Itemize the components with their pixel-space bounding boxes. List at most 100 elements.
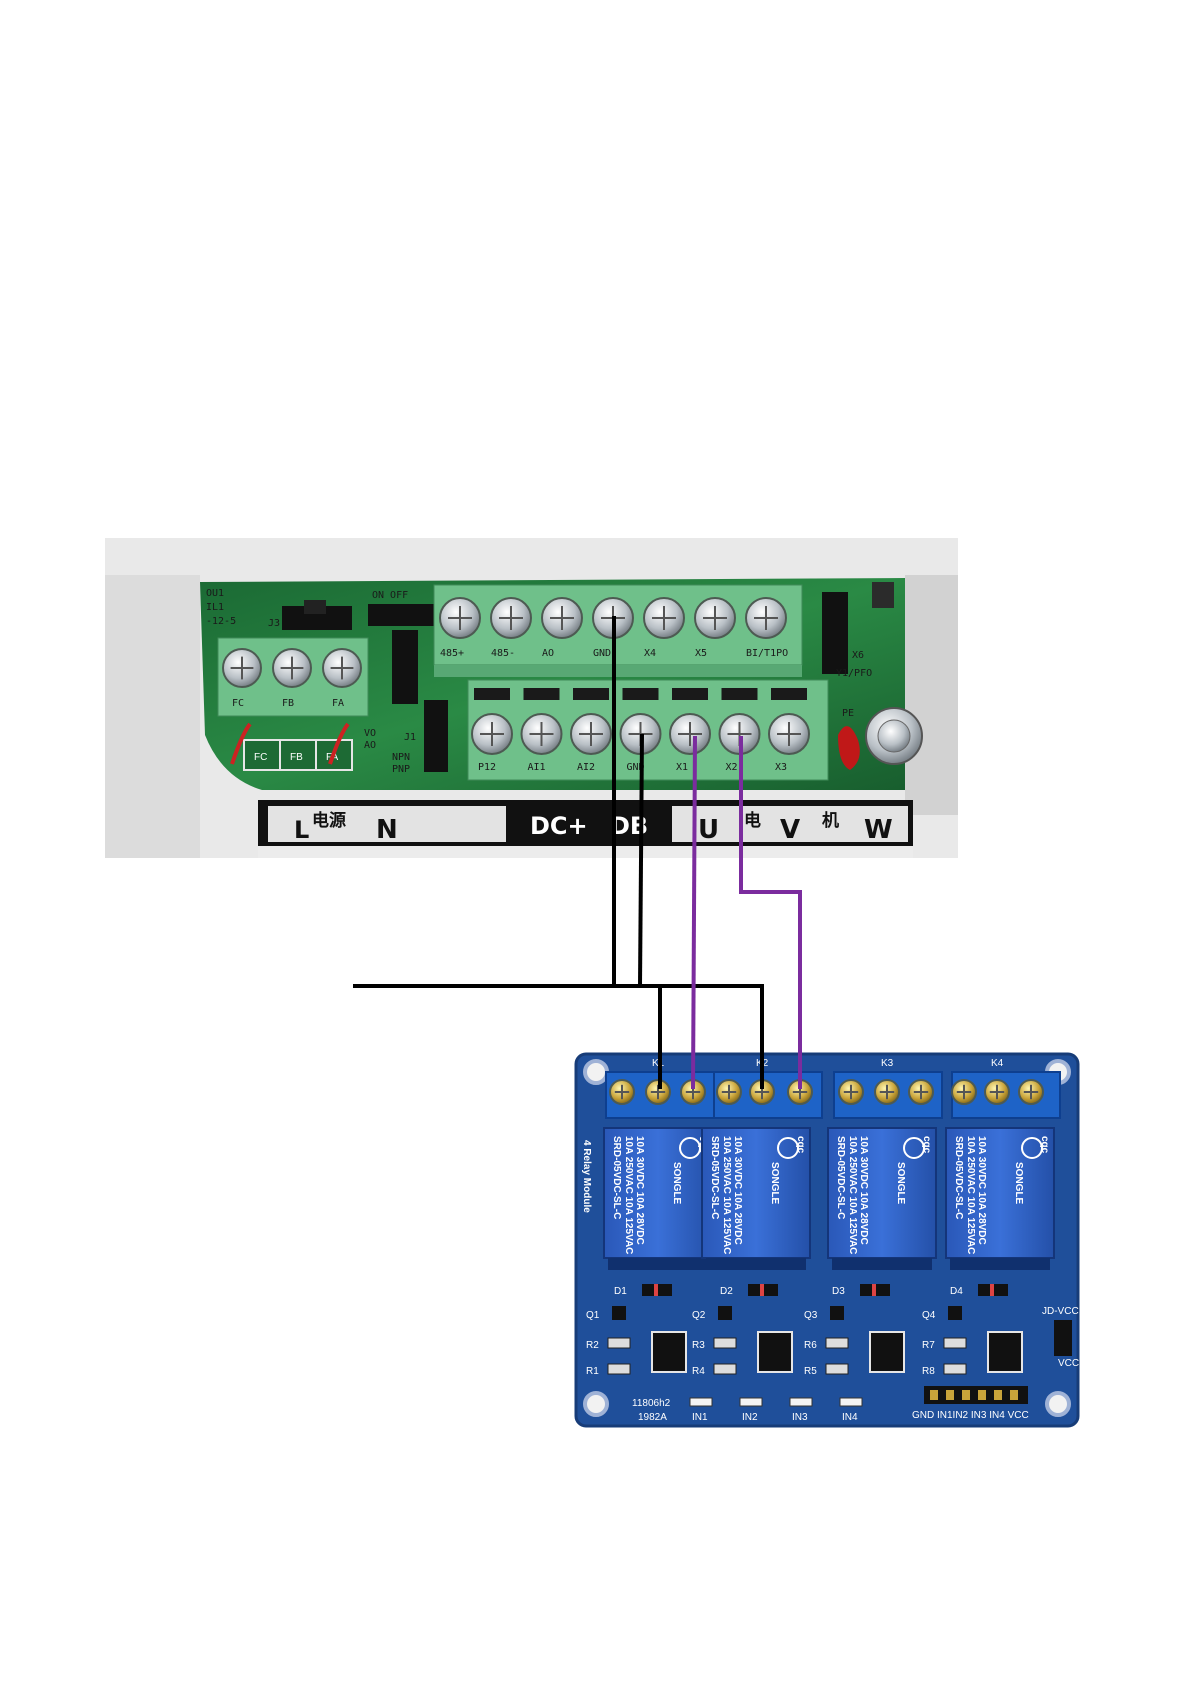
relay-1-rating-1: 10A 250VAC 10A 125VAC <box>623 1136 634 1254</box>
relay-terminal-screw-2[interactable] <box>272 648 312 688</box>
led-label-in2: IN2 <box>742 1412 758 1423</box>
legend-fb: FB <box>290 752 303 763</box>
resistor-1 <box>607 1337 631 1349</box>
resistor-label-7: R7 <box>922 1340 935 1351</box>
relay-4-brand: SONGLE <box>1013 1162 1024 1205</box>
bottom-terminal-screw-7[interactable] <box>768 713 810 755</box>
diode-label-1: D1 <box>614 1286 627 1297</box>
resistor-2 <box>607 1363 631 1375</box>
transistor-label-2: Q2 <box>692 1310 706 1321</box>
module-side-text: 4 Relay Module <box>581 1140 592 1213</box>
diode-band-4 <box>990 1284 994 1296</box>
power-motor-strip: L 电源 N DC+ DB U 电 V 机 W <box>258 800 913 858</box>
channel-label-k3: K3 <box>881 1058 894 1069</box>
cqc-mark-icon <box>777 1137 799 1159</box>
component-switch <box>872 582 894 608</box>
top-terminal-screw-3[interactable] <box>541 597 583 639</box>
relay-terminal-screw-k3-3[interactable] <box>908 1079 934 1105</box>
label-r: -12-5 <box>206 616 236 627</box>
mount-hole-tl <box>583 1059 609 1085</box>
header-pin-6[interactable] <box>1010 1390 1018 1400</box>
top-terminal-label-4: GND <box>593 648 611 659</box>
bottom-terminal-label-6: X2 <box>726 762 738 773</box>
relay-terminal-screw-k1-1[interactable] <box>609 1079 635 1105</box>
relay-4-rating-1: 10A 250VAC 10A 125VAC <box>965 1136 976 1254</box>
relay-2-rating-2: 10A 30VDC 10A 28VDC <box>732 1136 743 1245</box>
jumper-jd-vcc[interactable] <box>1054 1320 1072 1356</box>
resistor-label-3: R3 <box>692 1340 705 1351</box>
relay-terminal-screw-1[interactable] <box>222 648 262 688</box>
diode-label-2: D2 <box>720 1286 733 1297</box>
transistor-label-3: Q3 <box>804 1310 818 1321</box>
cqc-mark-icon <box>679 1137 701 1159</box>
top-terminal-screw-6[interactable] <box>694 597 736 639</box>
top-terminal-label-6: X5 <box>695 648 707 659</box>
relay-output-legend: FC FB FA <box>230 722 353 771</box>
top-terminal-screw-7[interactable] <box>745 597 787 639</box>
relay-terminal-screw-3[interactable] <box>322 648 362 688</box>
led-label-in4: IN4 <box>842 1412 858 1423</box>
transistor-1 <box>612 1306 626 1320</box>
optocoupler-2 <box>757 1331 793 1373</box>
jumper-vo-ao[interactable] <box>392 630 418 704</box>
led-label-in1: IN1 <box>692 1412 708 1423</box>
led-in1 <box>689 1397 713 1407</box>
strip-label-v: V <box>780 815 800 845</box>
top-terminal-screw-5[interactable] <box>643 597 685 639</box>
header-pin-4[interactable] <box>978 1390 986 1400</box>
label-npn: NPN <box>392 752 410 763</box>
bottom-terminal-label-1: P12 <box>478 762 496 773</box>
header-pin-3[interactable] <box>962 1390 970 1400</box>
resistor-8 <box>943 1363 967 1375</box>
jumper-x6[interactable] <box>822 592 848 674</box>
header-pin-2[interactable] <box>946 1390 954 1400</box>
led-label-in3: IN3 <box>792 1412 808 1423</box>
diode-band-1 <box>654 1284 658 1296</box>
jumper-onoff[interactable] <box>368 604 436 626</box>
resistor-3 <box>713 1337 737 1349</box>
relay-3-model: SRD-05VDC-SL-C <box>835 1136 846 1219</box>
top-terminal-label-7: BI/T1PO <box>746 648 788 659</box>
bottom-terminal-screw-2[interactable] <box>520 713 563 755</box>
led-in4 <box>839 1397 863 1407</box>
transistor-2 <box>718 1306 732 1320</box>
relay-1-rating-2: 10A 30VDC 10A 28VDC <box>634 1136 645 1245</box>
relay-terminal-screw-k4-2[interactable] <box>984 1079 1010 1105</box>
bottom-terminal-screw-3[interactable] <box>570 713 612 755</box>
top-terminal-label-2: 485- <box>491 648 515 659</box>
bottom-terminal-label-4: GND <box>627 762 645 773</box>
top-terminal-screw-2[interactable] <box>490 597 532 639</box>
relay-terminal-screw-k2-1[interactable] <box>716 1079 742 1105</box>
header-pin-labels: GND IN1IN2 IN3 IN4 VCC <box>912 1410 1029 1421</box>
top-terminal-screw-1[interactable] <box>439 597 481 639</box>
resistor-label-5: R6 <box>804 1340 817 1351</box>
relay-terminal-screw-k4-3[interactable] <box>1018 1079 1044 1105</box>
jumper-npn-pnp[interactable] <box>424 700 448 772</box>
vfd-housing-left-wall <box>105 575 200 858</box>
bottom-terminal-label-2: AI1 <box>528 762 546 773</box>
relay-terminal-screw-k4-1[interactable] <box>951 1079 977 1105</box>
header-pin-1[interactable] <box>930 1390 938 1400</box>
diode-label-4: D4 <box>950 1286 963 1297</box>
relay-3-cqc: cqc <box>921 1136 932 1154</box>
led-in2 <box>739 1397 763 1407</box>
jumper-j3-cap[interactable] <box>304 600 326 614</box>
bottom-terminal-label-7: X3 <box>775 762 787 773</box>
strip-label-motor-cn-2: 机 <box>822 810 839 831</box>
relay-3-rating-1: 10A 250VAC 10A 125VAC <box>847 1136 858 1254</box>
relay-terminal-screw-k2-3[interactable] <box>787 1079 813 1105</box>
label-ou1: OU1 <box>206 588 224 599</box>
label-j1: J1 <box>404 732 416 743</box>
relay-2-model: SRD-05VDC-SL-C <box>709 1136 720 1219</box>
header-pin-5[interactable] <box>994 1390 1002 1400</box>
bottom-terminal-screw-1[interactable] <box>471 713 513 755</box>
bottom-terminal-screw-6[interactable] <box>718 713 761 755</box>
label-y1: Y1/PFO <box>836 668 872 679</box>
relay-terminal-screw-k3-1[interactable] <box>838 1079 864 1105</box>
strip-label-power-cn: 电源 <box>312 810 346 831</box>
bottom-terminal-screw-5[interactable] <box>669 713 711 755</box>
relay-terminal-screw-k3-2[interactable] <box>874 1079 900 1105</box>
